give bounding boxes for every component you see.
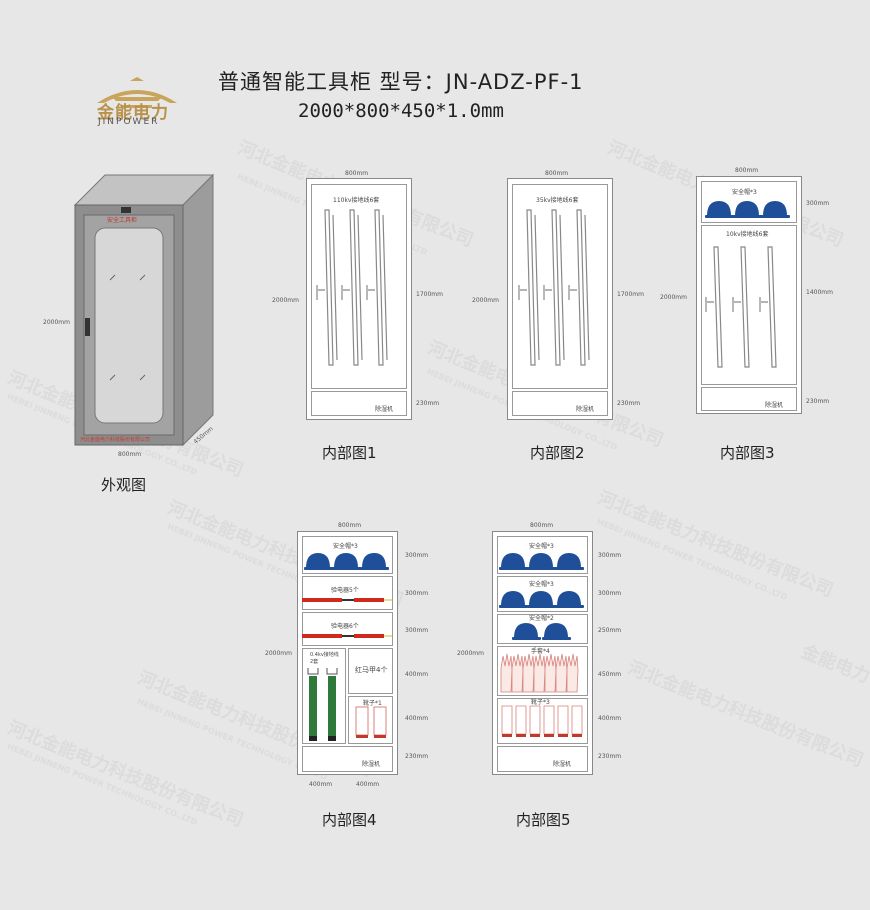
dim-lower: 230mm: [617, 400, 641, 407]
dim-row-4: 400mm: [405, 671, 429, 678]
dim-width: 800mm: [735, 167, 759, 174]
helmet-label: 安全帽*3: [529, 581, 554, 588]
dim-lower: 230mm: [806, 398, 830, 405]
dehumidifier-label: 除湿机: [375, 406, 394, 413]
dehumidifier-label: 除湿机: [576, 406, 595, 413]
page-subtitle: 2000*800*450*1.0mm: [298, 100, 504, 122]
helmet-label: 安全帽*3: [732, 189, 757, 196]
dim-bottom-right: 400mm: [356, 781, 380, 788]
boot-icon: [501, 705, 583, 737]
dim-width: 800mm: [345, 170, 369, 177]
glove-icon: [500, 653, 579, 693]
dim-width: 800mm: [530, 522, 554, 529]
caption-diagram-3: 内部图3: [720, 444, 775, 462]
helmet-label: 安全帽*3: [333, 543, 358, 550]
dim-row-3: 300mm: [405, 627, 429, 634]
caption-exterior: 外观图: [101, 476, 147, 494]
caption-diagram-5: 内部图5: [516, 811, 571, 829]
watermark: HEBEI JINNENG POWER TECHNOLOGY CO.,LTD: [5, 742, 199, 827]
helmet-label: 安全帽*2: [529, 615, 554, 622]
helmet-icon: [499, 553, 584, 570]
door-label: 安全工具柜: [107, 217, 138, 224]
dim-upper: 1700mm: [416, 291, 443, 298]
dim-bottom-left: 400mm: [309, 781, 333, 788]
ground-rod-icon: [316, 209, 388, 366]
shoes-label: 靴子*1: [363, 700, 382, 707]
tester-icon: [302, 634, 392, 638]
watermark: 金能电力: [798, 641, 870, 688]
boots-label: 靴子*3: [531, 699, 550, 706]
logo-subtext: JINPOWER: [98, 117, 160, 127]
dim-row-2: 300mm: [405, 590, 429, 597]
dim-height: 2000mm: [660, 294, 687, 301]
helmet-label: 安全帽*3: [529, 543, 554, 550]
ground-count: 2套: [310, 659, 319, 665]
dim-height: 2000mm: [43, 319, 70, 326]
tester-label: 验电器6个: [331, 623, 359, 630]
dim-lower: 230mm: [416, 400, 440, 407]
ground-rod-icon: [705, 246, 777, 368]
base-label: 河北金能电力科技股份有限公司: [80, 437, 151, 443]
dim-row-2: 300mm: [598, 590, 622, 597]
dim-width: 800mm: [338, 522, 362, 529]
roof-logo-icon: [97, 77, 177, 108]
dim-height: 2000mm: [272, 297, 299, 304]
item-label: 10kv接地线6套: [726, 231, 769, 238]
logo-text: 金能电力: [97, 103, 169, 123]
caption-diagram-2: 内部图2: [530, 444, 585, 462]
dehumidifier-label: 除湿机: [765, 402, 784, 409]
helmet-icon: [304, 553, 389, 570]
item-label: 110kv接地线6套: [333, 197, 380, 204]
dehumidifier-label: 除湿机: [362, 761, 381, 768]
dim-height: 2000mm: [265, 650, 292, 657]
dim-top: 300mm: [806, 200, 830, 207]
watermark: HEBEI JINNENG POWER TECHNOLOGY CO.,LTD: [595, 517, 789, 602]
dim-height: 2000mm: [457, 650, 484, 657]
dim-mid: 1400mm: [806, 289, 833, 296]
dim-row-5: 400mm: [598, 715, 622, 722]
gloves-label: 手套*4: [531, 648, 550, 655]
helmet-icon: [512, 623, 571, 640]
watermark: 河北金能电力科技股份有限公司: [624, 657, 867, 772]
dim-row-4: 450mm: [598, 671, 622, 678]
dim-row-1: 300mm: [598, 552, 622, 559]
ground-label: 0.4kv接地线: [310, 652, 339, 658]
boot-icon: [355, 706, 387, 738]
vest-label: 红马甲4个: [355, 666, 388, 674]
helmet-icon: [705, 201, 790, 218]
dim-width: 800mm: [118, 451, 142, 458]
dim-width: 800mm: [545, 170, 569, 177]
dehumidifier-label: 除湿机: [553, 761, 572, 768]
dim-row-1: 300mm: [405, 552, 429, 559]
cabinet-exterior: [73, 173, 215, 447]
caption-diagram-4: 内部图4: [322, 811, 377, 829]
watermark: 河北金能电力科技股份有限公司: [4, 717, 247, 832]
watermark: 河北金能电力科技股份有限公司: [594, 487, 837, 602]
dim-upper: 1700mm: [617, 291, 644, 298]
dim-height: 2000mm: [472, 297, 499, 304]
item-label: 35kv接地线6套: [536, 197, 579, 204]
dim-row-6: 230mm: [598, 753, 622, 760]
ground-rod-icon: [518, 209, 590, 366]
tester-label: 验电器5个: [331, 587, 359, 594]
dim-row-3: 250mm: [598, 627, 622, 634]
dim-row-6: 230mm: [405, 753, 429, 760]
tester-icon: [302, 598, 392, 602]
cabinet-interior-1: [306, 178, 412, 420]
page-title: 普通智能工具柜 型号：JN-ADZ-PF-1: [218, 70, 584, 94]
helmet-icon: [499, 591, 584, 608]
ground-wire-icon: [307, 668, 338, 741]
caption-diagram-1: 内部图1: [322, 444, 377, 462]
dim-row-5: 400mm: [405, 715, 429, 722]
